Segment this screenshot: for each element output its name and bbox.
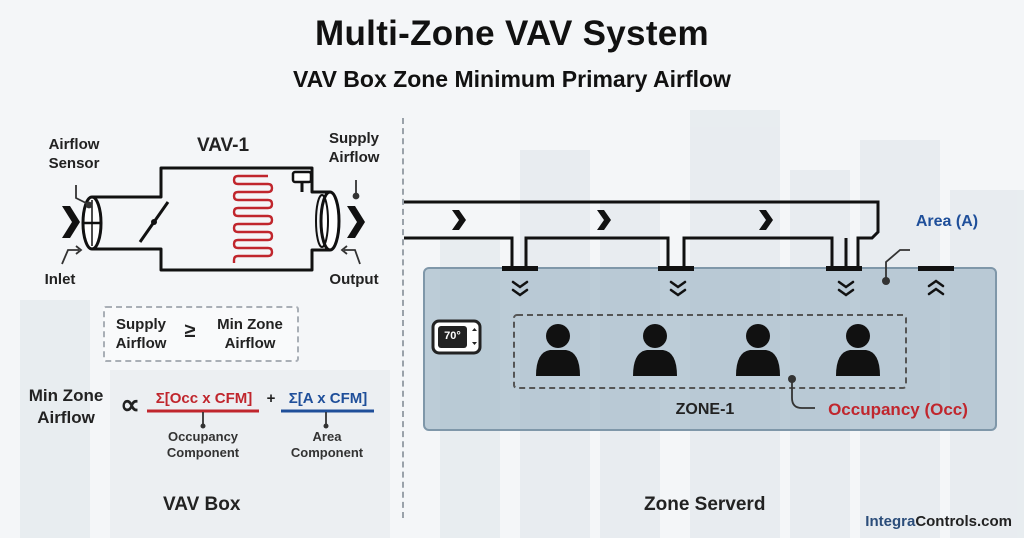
return-grille-icon — [918, 266, 954, 271]
heating-coil-icon — [232, 174, 274, 263]
airflow-sensor-label: Airflow Sensor — [48, 136, 100, 172]
person-icon — [736, 324, 780, 376]
vav-unit-label: VAV-1 — [196, 135, 250, 156]
person-icon — [836, 324, 880, 376]
airflow-chevron-icon — [62, 206, 80, 238]
zone-label: ZONE-1 — [675, 401, 735, 418]
diffuser-icon — [502, 266, 862, 271]
page-title: Multi-Zone VAV System — [315, 14, 709, 53]
occupancy-term: Σ[Occ x CFM] — [155, 390, 253, 407]
inequality-right: Min Zone Airflow — [217, 316, 283, 352]
page-subtitle: VAV Box Zone Minimum Primary Airflow — [293, 66, 731, 92]
area-label: Area (A) — [915, 213, 979, 230]
output-label: Output — [329, 271, 379, 288]
proportional-operator: ∝ — [119, 389, 140, 420]
zone-room — [423, 267, 997, 431]
inequality-left: Supply Airflow — [115, 316, 167, 352]
plus-operator: + — [266, 390, 276, 407]
thermostat-icon — [431, 319, 482, 355]
outlet-collar — [319, 190, 341, 252]
occupancy-component-caption: Occupancy Component — [166, 429, 240, 460]
zone-section-title: Zone Serverd — [644, 494, 766, 515]
vav-box — [92, 166, 330, 272]
inequality-operator: ≥ — [184, 320, 196, 342]
area-term: Σ[A x CFM] — [288, 390, 368, 407]
thermostat-reading: 70° — [444, 330, 461, 342]
supply-airflow-label: Supply Airflow — [328, 130, 380, 166]
min-zone-airflow-label: Min Zone Airflow — [28, 386, 104, 427]
area-component-caption: Area Component — [290, 429, 364, 460]
inequality-box — [103, 306, 299, 362]
person-icon — [633, 324, 677, 376]
airflow-chevron-icon — [347, 206, 365, 238]
vav-box-section-title: VAV Box — [163, 494, 241, 515]
occupancy-label: Occupancy (Occ) — [828, 400, 968, 419]
person-icon — [536, 324, 580, 376]
brand-watermark: IntegraControls.com — [865, 513, 1012, 530]
inlet-label: Inlet — [44, 271, 76, 288]
section-divider — [402, 118, 404, 518]
occupancy-area — [513, 314, 907, 389]
